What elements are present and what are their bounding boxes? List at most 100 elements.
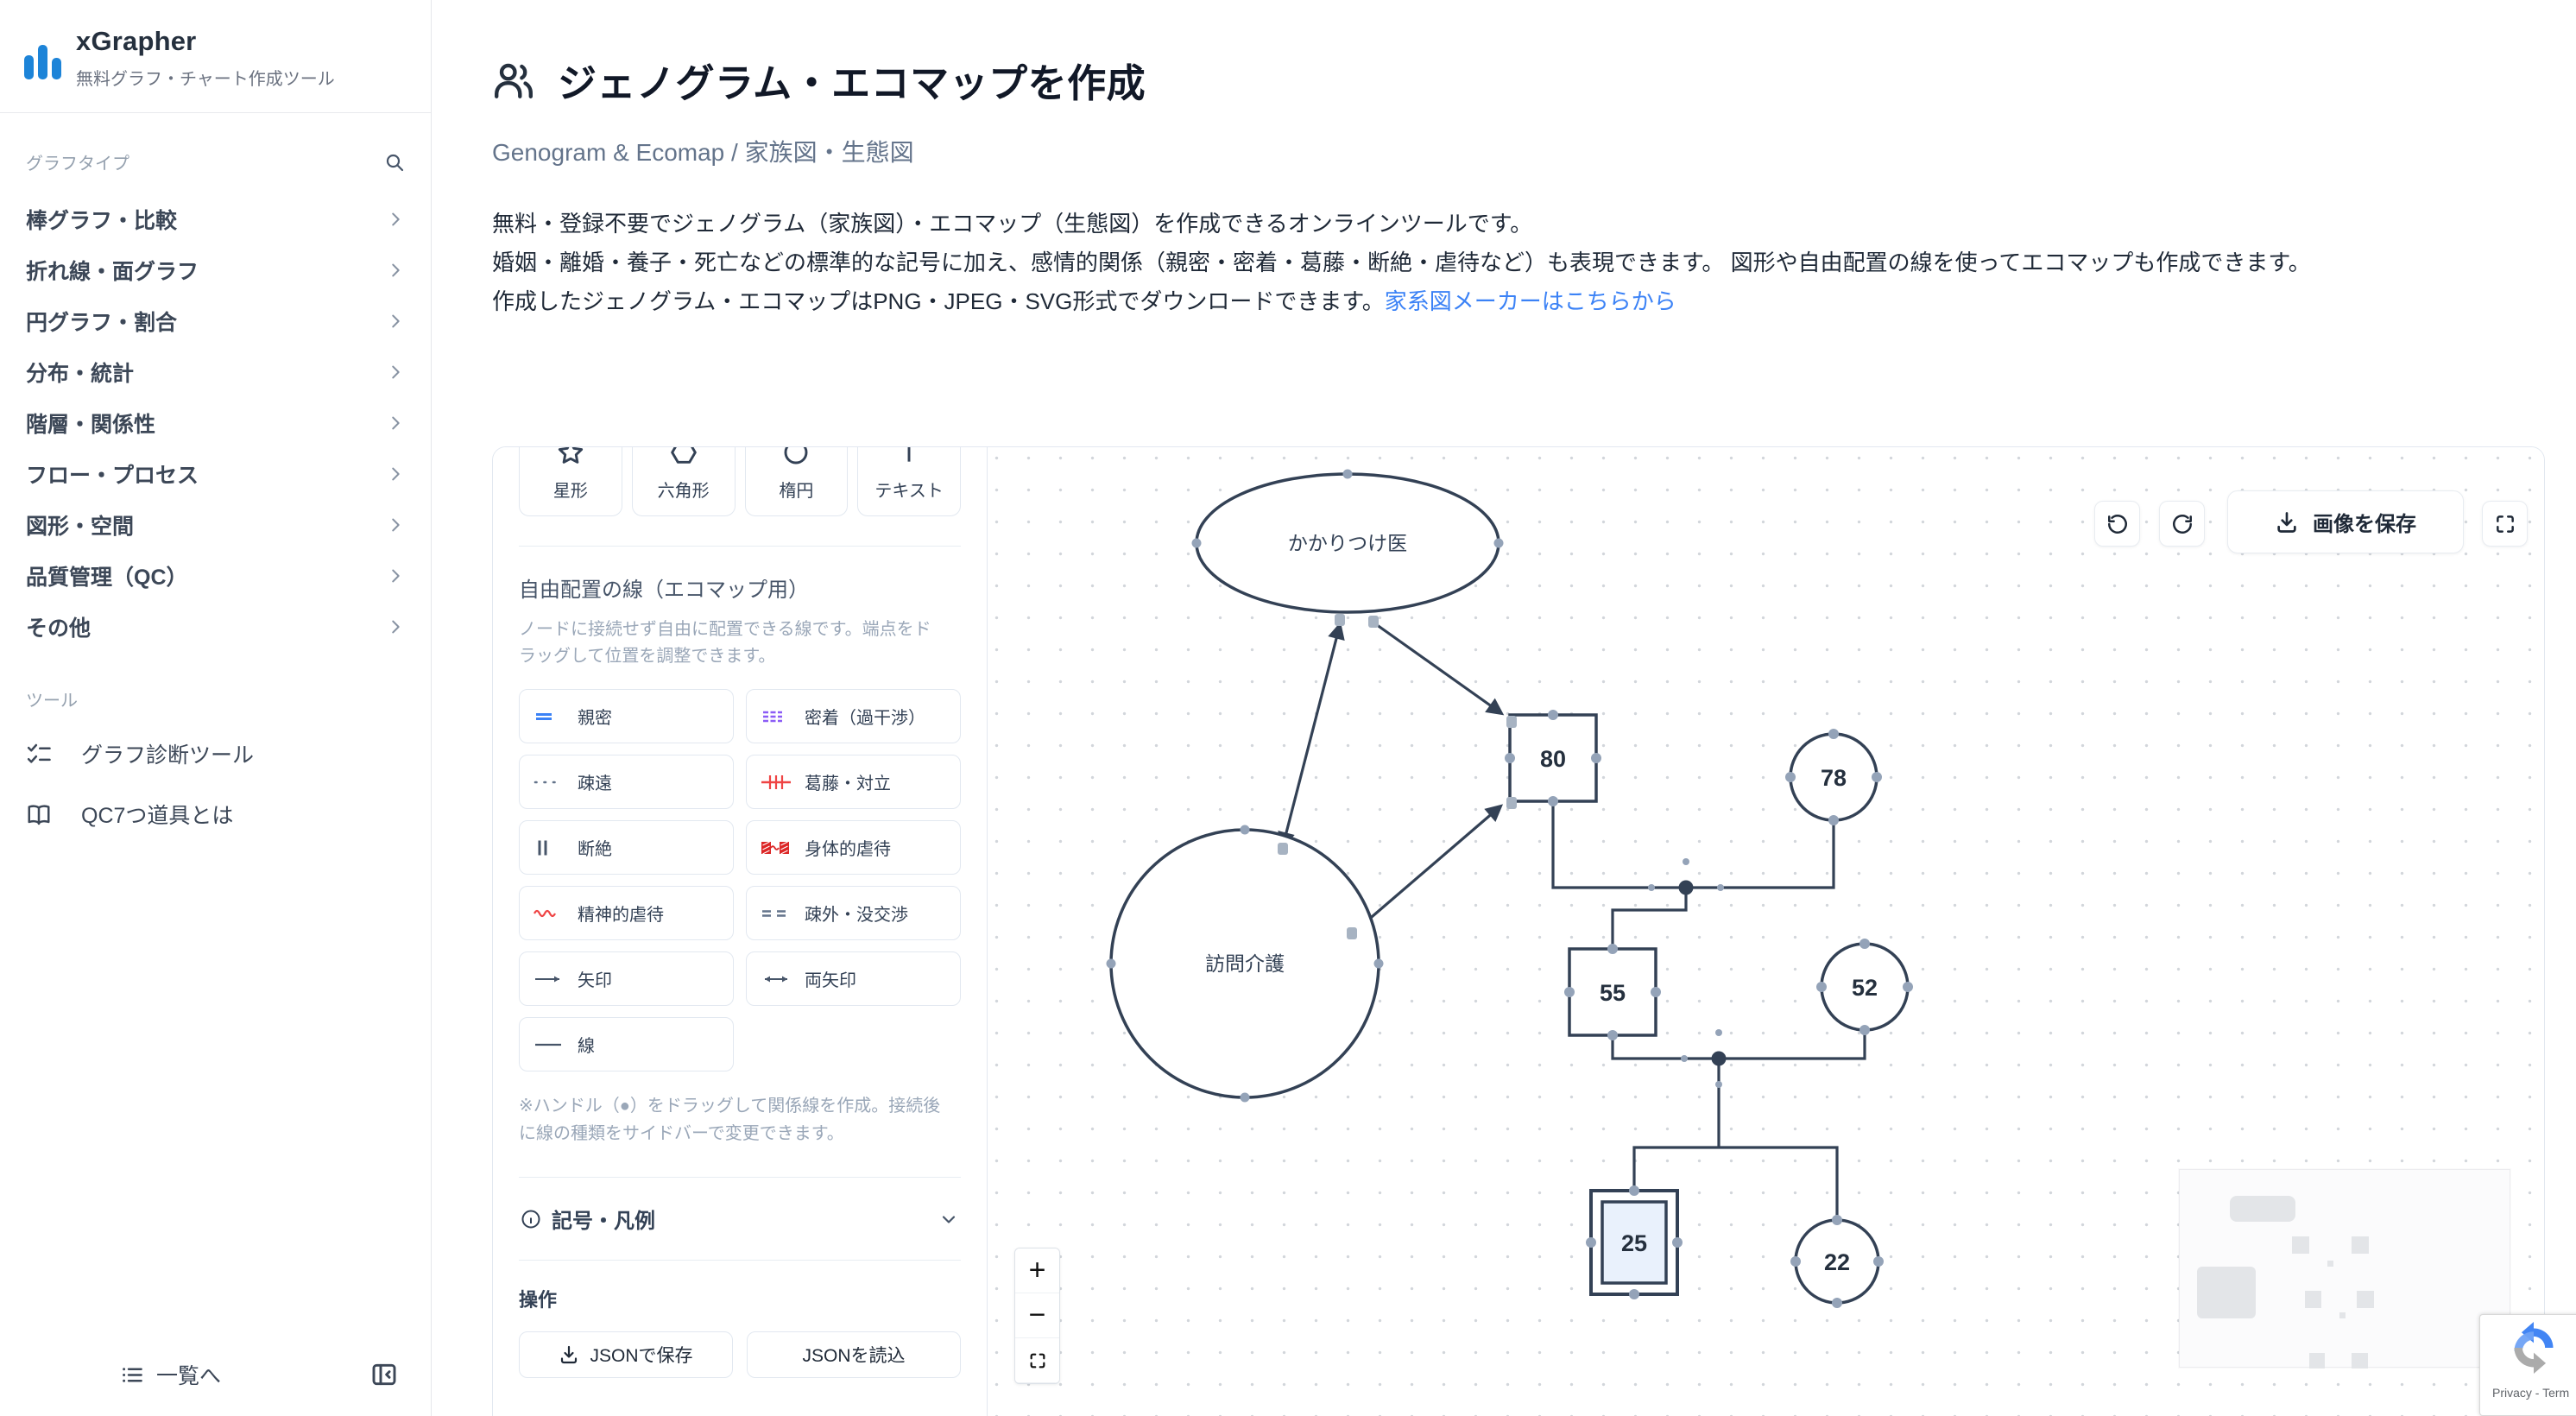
conflict-line-icon xyxy=(761,774,791,789)
add-intimate-line-button[interactable]: 親密 xyxy=(519,689,734,743)
genogram-canvas[interactable]: かかりつけ医 訪問介護 80 78 55 52 25 22 xyxy=(988,447,2544,1416)
junction-marriage-80-78[interactable] xyxy=(1678,880,1694,895)
enmeshed-line-icon xyxy=(763,711,782,722)
add-enmeshed-line-button[interactable]: 密着（過干渉） xyxy=(746,689,961,743)
junction-marriage-55-52[interactable] xyxy=(1711,1051,1727,1066)
app-name: xGrapher xyxy=(76,26,197,56)
recaptcha-icon xyxy=(2514,1322,2554,1374)
connection-handles[interactable] xyxy=(1106,469,1914,1309)
load-json-button[interactable]: JSONを読込 xyxy=(747,1331,961,1378)
users-icon xyxy=(495,63,533,98)
add-text-button[interactable]: テキスト xyxy=(857,447,961,516)
line-endpoint-handles[interactable] xyxy=(1278,614,1517,939)
sidebar-item-flow-process[interactable]: フロー・プロセス xyxy=(26,448,405,499)
graph-type-list: 棒グラフ・比較 折れ線・面グラフ 円グラフ・割合 分布・統計 階層・関係性 フロ… xyxy=(26,193,405,652)
add-conflict-line-button[interactable]: 葛藤・対立 xyxy=(746,755,961,809)
cutoff-line-icon xyxy=(538,840,547,855)
add-ellipse-button[interactable]: 楕円 xyxy=(744,447,849,516)
fit-view-button[interactable] xyxy=(1015,1338,1059,1383)
sidebar-item-pie-ratio[interactable]: 円グラフ・割合 xyxy=(26,295,405,346)
graph-types-section-label: グラフタイプ xyxy=(26,155,129,174)
undo-icon xyxy=(2107,514,2127,534)
redo-button[interactable] xyxy=(2159,501,2205,547)
sidebar-item-graph-diagnosis[interactable]: グラフ診断ツール xyxy=(26,724,405,784)
app-logo[interactable]: xGrapher 無料グラフ・チャート作成ツール xyxy=(24,26,405,90)
recaptcha-badge[interactable]: Privacy - Term xyxy=(2479,1314,2576,1416)
list-icon xyxy=(123,1367,142,1382)
chevron-right-icon xyxy=(392,314,400,327)
undo-button[interactable] xyxy=(2094,501,2140,547)
node-label: 22 xyxy=(1824,1249,1850,1275)
node-label: 80 xyxy=(1540,746,1566,772)
node-label: かかりつけ医 xyxy=(1288,532,1407,554)
add-double-arrow-line-button[interactable]: 両矢印 xyxy=(746,951,961,1006)
add-arrow-line-button[interactable]: 矢印 xyxy=(519,951,734,1006)
download-icon xyxy=(2277,511,2296,533)
minimap-node xyxy=(2292,1236,2309,1254)
double-arrow-line-icon xyxy=(765,976,787,982)
add-plain-line-button[interactable]: 線 xyxy=(519,1017,734,1071)
save-json-button[interactable]: JSONで保存 xyxy=(519,1331,733,1378)
back-to-list-link[interactable]: 一覧へ xyxy=(156,1364,222,1388)
sidebar-item-bar-comparison[interactable]: 棒グラフ・比較 xyxy=(26,193,405,244)
minimap[interactable] xyxy=(2179,1169,2510,1369)
editor-tool-panel: 星形 六角形 楕円 テキスト 自由配置の線 xyxy=(493,447,988,1416)
fullscreen-button[interactable] xyxy=(2482,501,2528,547)
add-cutoff-line-button[interactable]: 断絶 xyxy=(519,820,734,875)
sidebar-item-line-area[interactable]: 折れ線・面グラフ xyxy=(26,244,405,295)
physical-abuse-line-icon xyxy=(761,841,789,854)
edge-children-branch xyxy=(1632,1146,1839,1220)
add-distant-line-button[interactable]: 疎遠 xyxy=(519,755,734,809)
recaptcha-privacy-terms[interactable]: Privacy - Term xyxy=(2492,1386,2570,1400)
handle-drag-note: ※ハンドル（●）をドラッグして関係線を作成。接続後に線の種類をサイドバーで変更で… xyxy=(519,1097,941,1143)
sidebar-item-quality-control[interactable]: 品質管理（QC） xyxy=(26,550,405,601)
edge-marriage-80-78-left xyxy=(1551,801,1686,889)
intro-line-3: 作成したジェノグラム・エコマップはPNG・JPEG・SVG形式でダウンロードでき… xyxy=(492,288,1676,314)
edge-arrow-doctor-grandfather xyxy=(1373,621,1505,716)
fullscreen-icon xyxy=(2496,515,2514,533)
edge-parent-to-55 xyxy=(1611,888,1688,949)
node-son-25[interactable] xyxy=(1601,1200,1668,1285)
sidebar: xGrapher 無料グラフ・チャート作成ツール グラフタイプ 棒グラフ・比較 … xyxy=(0,0,432,1416)
genogram-diagram: かかりつけ医 訪問介護 80 78 55 52 25 22 xyxy=(1106,469,1914,1309)
zoom-in-button[interactable]: + xyxy=(1015,1248,1059,1293)
chevron-down-icon xyxy=(942,1215,956,1223)
estranged-line-icon xyxy=(762,909,786,917)
sidebar-item-qc7-tools[interactable]: QC7つ道具とは xyxy=(26,784,405,844)
arrow-line-icon xyxy=(535,976,559,982)
minimap-node xyxy=(2305,1291,2321,1308)
legend-accordion-header[interactable]: 記号・凡例 xyxy=(519,1177,961,1261)
sidebar-item-others[interactable]: その他 xyxy=(26,601,405,652)
line-type-buttons: 親密 密着（過干渉） 疎遠 葛藤・対立 xyxy=(519,689,961,1071)
plain-line-icon xyxy=(535,1043,561,1046)
page-subtitle: Genogram & Ecomap / 家族図・生態図 xyxy=(492,139,914,166)
sidebar-item-shape-spatial[interactable]: 図形・空間 xyxy=(26,499,405,550)
add-star-button[interactable]: 星形 xyxy=(519,447,622,516)
bar-chart-logo-icon xyxy=(24,38,62,79)
book-icon xyxy=(28,805,50,825)
add-physical-abuse-line-button[interactable]: 身体的虐待 xyxy=(746,820,961,875)
chevron-right-icon xyxy=(392,518,400,531)
search-icon[interactable] xyxy=(384,152,405,173)
divider xyxy=(0,112,431,113)
text-icon xyxy=(907,447,911,462)
family-tree-maker-link[interactable]: 家系図メーカーはこちらから xyxy=(1384,288,1676,314)
node-label: 25 xyxy=(1621,1230,1647,1256)
edge-marriage-55-52-right xyxy=(1719,1030,1866,1060)
distant-line-icon xyxy=(534,781,563,783)
add-emotional-abuse-line-button[interactable]: 精神的虐待 xyxy=(519,886,734,940)
node-label: 78 xyxy=(1821,765,1847,791)
sidebar-item-hierarchy-relations[interactable]: 階層・関係性 xyxy=(26,397,405,448)
edge-double-arrow-doctor-homecare xyxy=(1278,622,1345,850)
node-label: 訪問介護 xyxy=(1205,952,1285,975)
add-hexagon-button[interactable]: 六角形 xyxy=(631,447,736,516)
save-image-button[interactable]: 画像を保存 xyxy=(2227,490,2464,553)
intro-line-2: 婚姻・離婚・養子・死亡などの標準的な記号に加え、感情的関係（親密・密着・葛藤・断… xyxy=(492,250,2311,275)
collapse-sidebar-button[interactable] xyxy=(369,1359,400,1390)
intimate-line-icon xyxy=(536,712,552,720)
chevron-right-icon xyxy=(392,365,400,378)
add-estranged-line-button[interactable]: 疎外・没交渉 xyxy=(746,886,961,940)
sidebar-item-distribution-stats[interactable]: 分布・統計 xyxy=(26,346,405,397)
zoom-out-button[interactable]: − xyxy=(1015,1293,1059,1338)
genogram-editor: 星形 六角形 楕円 テキスト 自由配置の線 xyxy=(492,446,2545,1416)
